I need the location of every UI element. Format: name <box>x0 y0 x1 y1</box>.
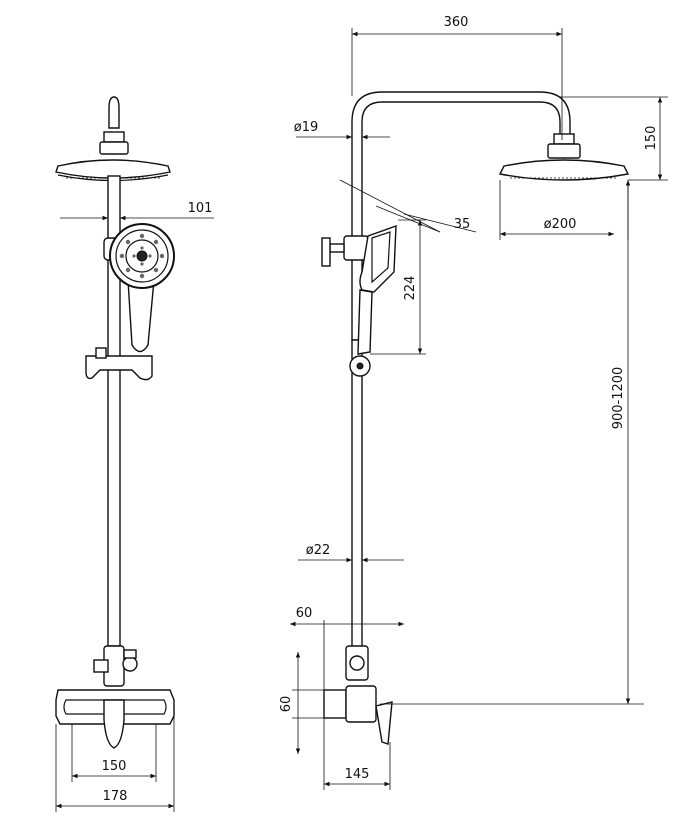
dim-riser-top-diameter: ø19 <box>294 120 319 135</box>
front-view <box>55 96 175 749</box>
front-shelf-inner <box>63 699 167 715</box>
side-head-joint <box>547 143 581 159</box>
dimension-lines <box>55 28 668 812</box>
side-diverter-knob <box>349 655 365 671</box>
dim-overhead-height: 150 <box>644 126 659 151</box>
front-handshower <box>109 223 175 353</box>
dim-handshower-tilt: 35 <box>454 217 471 232</box>
dim-head-diameter: ø200 <box>544 217 577 232</box>
side-view <box>321 91 630 745</box>
dim-shelf-depth: 150 <box>102 759 127 774</box>
dim-handshower-length: 224 <box>403 276 418 301</box>
front-mixer-lever <box>103 699 125 749</box>
front-head-ball-joint <box>99 141 129 155</box>
dim-mixer-height: 60 <box>279 696 294 713</box>
side-bracket-stem <box>329 243 345 253</box>
dim-riser-diameter: ø22 <box>306 543 331 558</box>
side-bracket-knob <box>321 237 331 267</box>
front-diverter-cap <box>123 649 137 659</box>
front-holder-knob <box>95 347 107 359</box>
side-head-nut <box>553 133 575 145</box>
side-riser-pipe <box>351 339 363 651</box>
front-head-nut <box>103 131 125 143</box>
front-lower-holder <box>85 355 153 381</box>
dim-arm-length: 360 <box>444 15 469 30</box>
side-mixer-lever <box>375 701 393 745</box>
front-top-arm <box>108 96 120 129</box>
dim-mixer-projection: 60 <box>296 606 313 621</box>
front-overhead-head <box>55 159 171 179</box>
front-diverter-left-nut <box>93 659 109 673</box>
dim-shelf-width: 178 <box>103 789 128 804</box>
side-overhead-head <box>498 159 630 181</box>
dimension-labels: 360 ø19 35 150 ø200 224 900-1200 ø22 60 … <box>102 15 659 804</box>
dim-mixer-depth: 145 <box>345 767 370 782</box>
side-shower-arm <box>351 91 571 341</box>
side-wall-eccentric <box>323 689 347 719</box>
front-diverter-knob <box>122 656 138 672</box>
side-mixer-body <box>345 685 377 723</box>
dim-front-handshower-width: 101 <box>188 201 213 216</box>
dim-height-range: 900-1200 <box>611 367 626 430</box>
side-handshower <box>349 224 397 377</box>
